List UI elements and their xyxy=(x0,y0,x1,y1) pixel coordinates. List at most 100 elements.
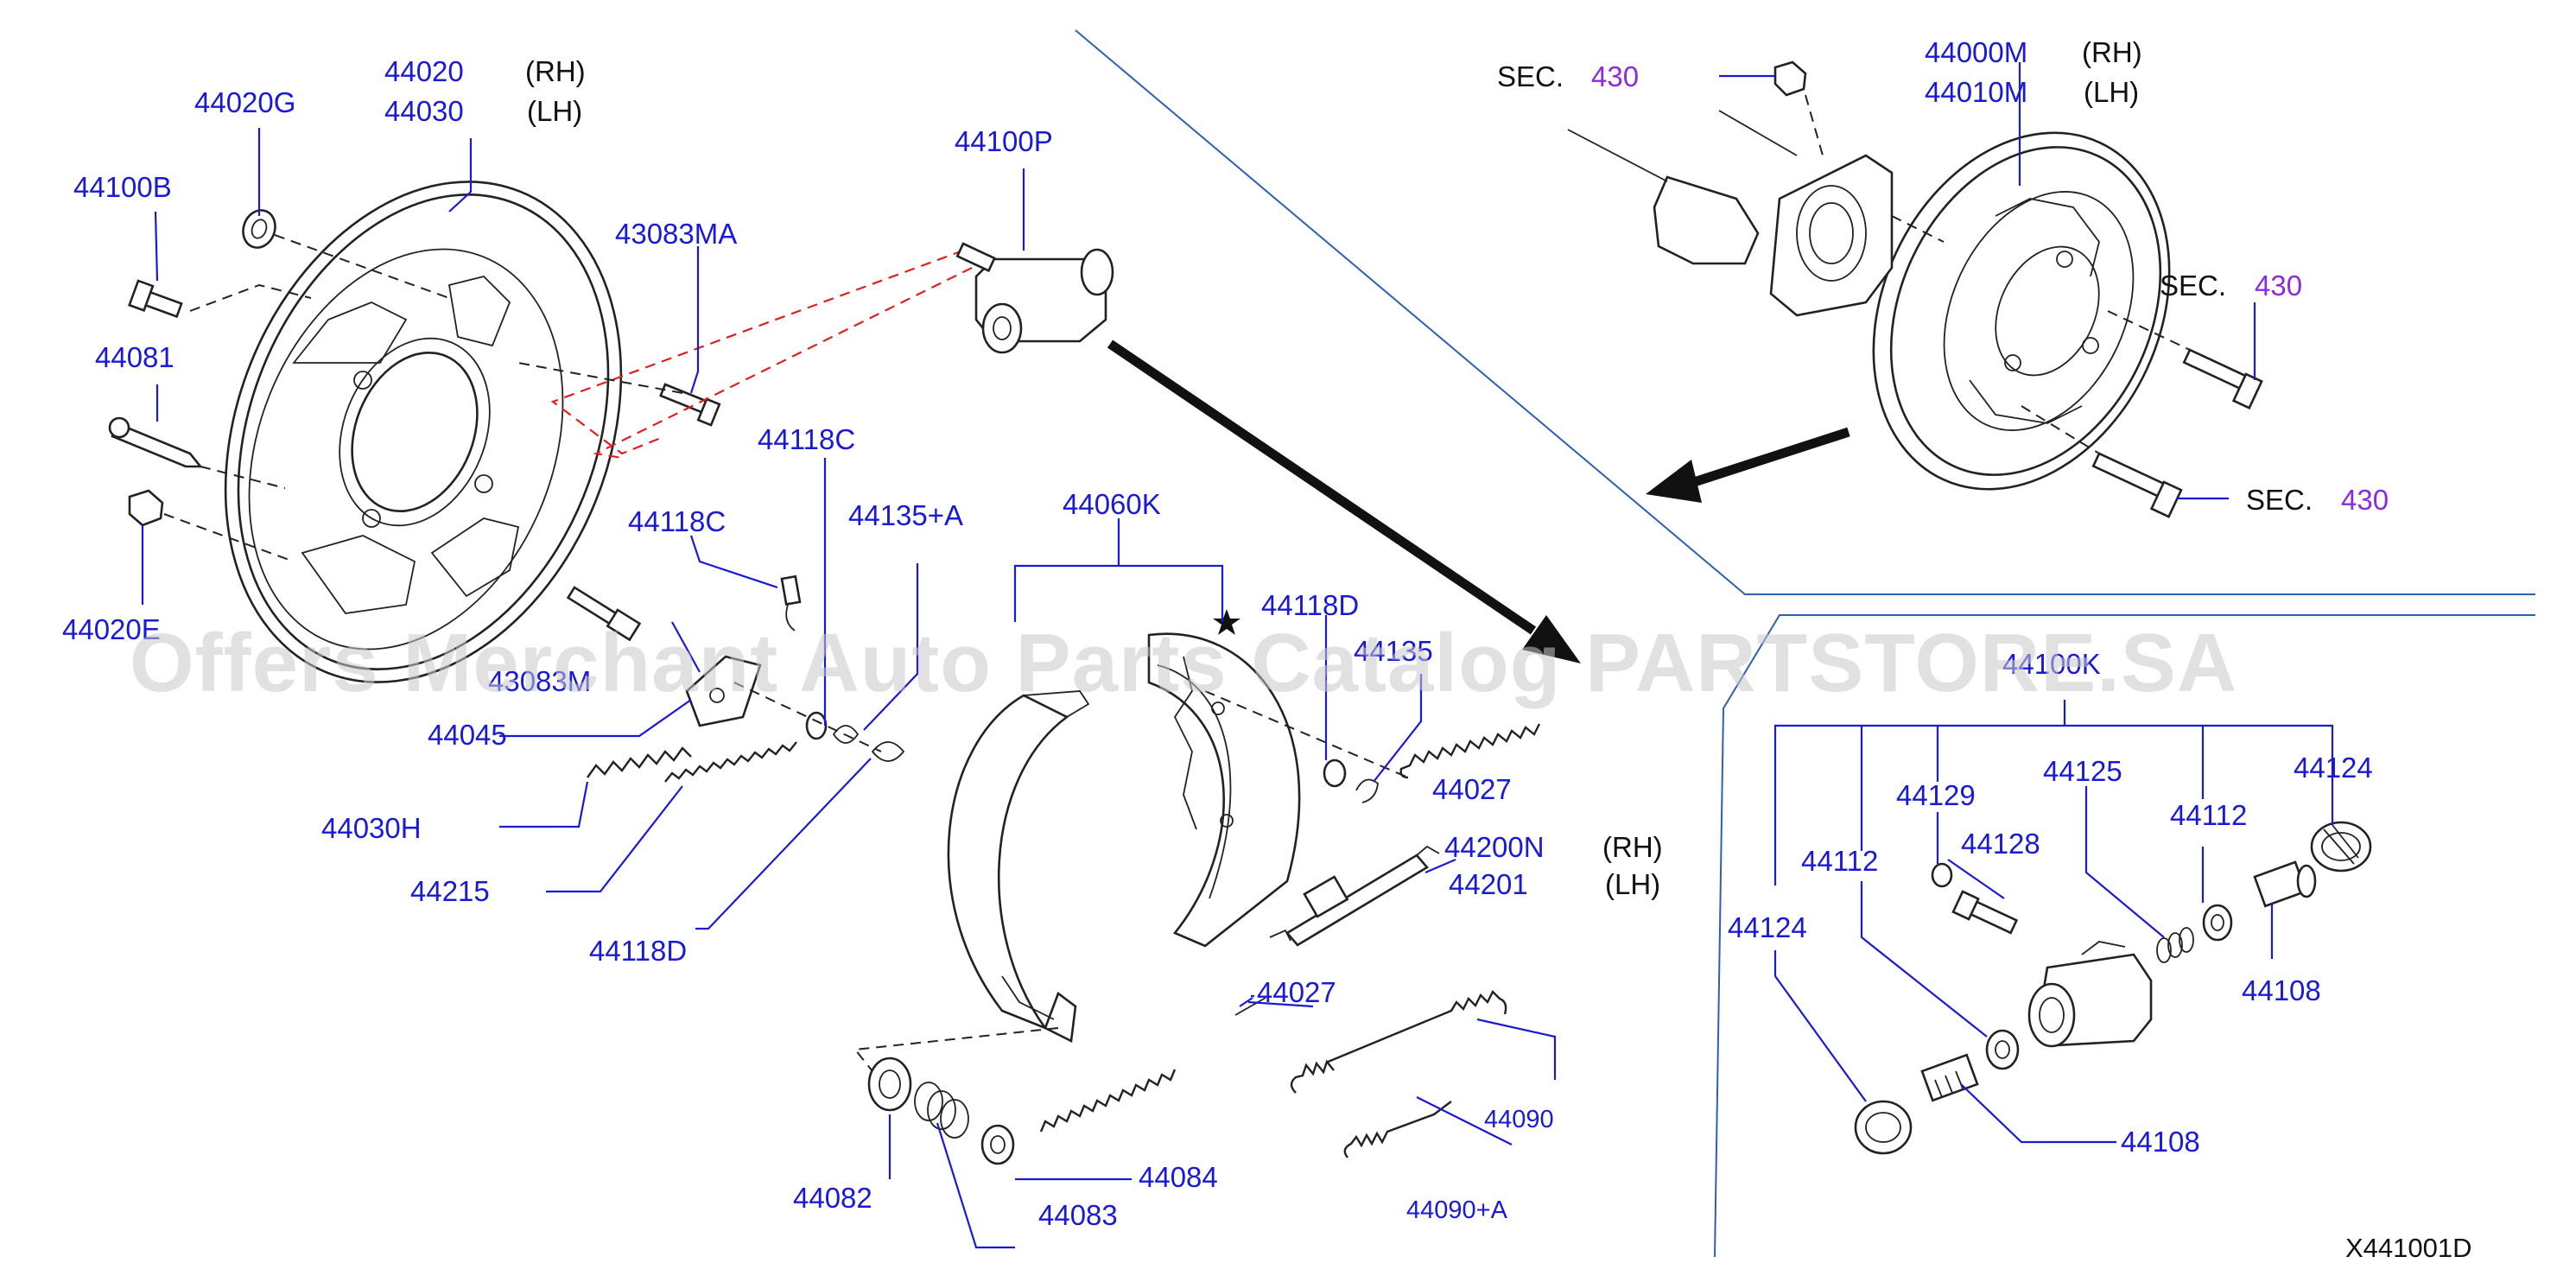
washer-44118C xyxy=(805,711,828,740)
label-44090A: 44090+A xyxy=(1406,1196,1508,1224)
nut-sec430 xyxy=(1773,60,1824,156)
label-44108-b: 44108 xyxy=(2121,1126,2200,1158)
assembly-leaders-right xyxy=(1891,215,2191,454)
watermark: Offers Merchant Auto Parts Catalog PARTS… xyxy=(130,617,2237,709)
label-44118C-b: 44118C xyxy=(758,423,855,455)
clip-44118C xyxy=(780,574,802,631)
label-44108-a: 44108 xyxy=(2242,974,2321,1006)
grommet-44020G xyxy=(242,209,276,249)
label-44030H: 44030H xyxy=(321,812,422,844)
label-sec-1: SEC. xyxy=(1497,60,1564,92)
part-leaders xyxy=(141,62,2334,1249)
label-44100P: 44100P xyxy=(955,125,1053,157)
label-sec-num-1: 430 xyxy=(1591,60,1639,92)
label-44118D-a: 44118D xyxy=(589,935,687,967)
shoe-leaders xyxy=(853,690,1409,1072)
hub-flange xyxy=(1769,154,1894,317)
assembly-leaders-left xyxy=(163,234,973,752)
label-44100K: 44100K xyxy=(2002,648,2101,680)
pin-44084 xyxy=(980,1124,1015,1165)
label-44200N: 44200N xyxy=(1444,831,1545,863)
bleeder-44128 xyxy=(1951,890,2019,935)
label-44030: 44030 xyxy=(384,95,464,127)
cup-44112-right xyxy=(2202,904,2233,942)
label-44090: 44090 xyxy=(1484,1106,1554,1133)
nut-44020E xyxy=(128,489,164,527)
boot-44124-left xyxy=(1854,1100,1913,1155)
label-sec-2: SEC. xyxy=(2160,270,2226,301)
label-44201: 44201 xyxy=(1449,868,1528,900)
label-44118C-a: 44118C xyxy=(628,505,726,537)
backing-plate-44020 xyxy=(224,181,623,683)
strut-44215 xyxy=(664,741,797,783)
label-44060K: 44060K xyxy=(1063,488,1161,520)
label-44010M: 44010M xyxy=(1925,76,2027,108)
wheel-cylinder-44100P xyxy=(955,242,1114,354)
label-sec-num-3: 430 xyxy=(2341,484,2389,516)
piston-44108-left xyxy=(1920,1053,1979,1102)
bolt-43083MA xyxy=(659,383,721,427)
label-rh-2: (RH) xyxy=(1602,831,1663,863)
detail-arrow xyxy=(1107,340,1581,663)
label-lh-2: (LH) xyxy=(1605,868,1660,900)
clip-44135A xyxy=(832,725,860,744)
return-arrow xyxy=(1646,427,1850,503)
label-44000M: 44000M xyxy=(1925,36,2027,68)
clip-44135 xyxy=(1355,778,1379,803)
label-44112-b: 44112 xyxy=(1801,845,1878,877)
brake-assembly-44000M xyxy=(1872,131,2171,491)
pin-44081 xyxy=(108,416,203,468)
label-44020G: 44020G xyxy=(194,86,295,118)
brake-shoe-right xyxy=(1147,632,1301,948)
label-44215: 44215 xyxy=(410,875,490,907)
label-43083MA: 43083MA xyxy=(615,218,737,250)
bolt-sec430-upper xyxy=(2182,348,2263,409)
label-rh-1: (RH) xyxy=(525,55,586,87)
adjuster-44200N xyxy=(1269,845,1440,947)
spring-44083 xyxy=(914,1082,969,1139)
spring-44090 xyxy=(1290,989,1507,1094)
label-44083: 44083 xyxy=(1038,1199,1118,1231)
cap-44129 xyxy=(1931,862,1953,888)
label-43083M: 43083M xyxy=(488,665,591,697)
cup-44082 xyxy=(867,1057,912,1112)
star-marker xyxy=(1213,609,1240,635)
label-44128: 44128 xyxy=(1961,828,2040,860)
bolt-sec430-lower xyxy=(2091,452,2183,518)
label-lh-1: (LH) xyxy=(527,95,582,127)
panel-separators xyxy=(1075,29,2535,1258)
axle-bracket xyxy=(1567,110,1798,265)
label-sec-3: SEC. xyxy=(2246,484,2313,516)
label-lh-3: (LH) xyxy=(2084,76,2139,108)
cup-44112-left xyxy=(1985,1029,2020,1070)
bleeder-43083M xyxy=(566,586,642,642)
wheel-cylinder-44100K xyxy=(2027,941,2153,1048)
label-44020E: 44020E xyxy=(62,613,161,645)
label-44081: 44081 xyxy=(95,341,174,373)
label-44124-b: 44124 xyxy=(1728,911,1807,943)
reference-code: X441001D xyxy=(2345,1233,2472,1263)
label-44125: 44125 xyxy=(2043,755,2122,787)
label-44135: 44135 xyxy=(1354,635,1433,667)
spring-44125 xyxy=(2156,927,2194,963)
label-44084: 44084 xyxy=(1139,1161,1218,1193)
spring-44030H xyxy=(587,746,692,778)
label-44045: 44045 xyxy=(428,719,507,751)
washer-44118D xyxy=(871,741,905,762)
piston-44108-right xyxy=(2253,860,2317,908)
bolt-44100B xyxy=(128,279,183,319)
label-44082: 44082 xyxy=(793,1182,872,1214)
label-44118D-b: 44118D xyxy=(1261,589,1359,621)
spring-44027-lower xyxy=(1039,997,1266,1133)
label-44124-a: 44124 xyxy=(2294,752,2373,784)
label-44020: 44020 xyxy=(384,55,464,87)
label-rh-3: (RH) xyxy=(2082,36,2142,68)
boot-44124-right xyxy=(2310,821,2372,873)
brake-shoe-left xyxy=(947,690,1090,1043)
washer-44118D-right xyxy=(1323,758,1347,788)
label-44129: 44129 xyxy=(1896,779,1976,811)
label-sec-num-2: 430 xyxy=(2255,270,2302,301)
spring-44090A xyxy=(1343,1101,1452,1158)
label-44027-a: 44027 xyxy=(1432,773,1512,805)
